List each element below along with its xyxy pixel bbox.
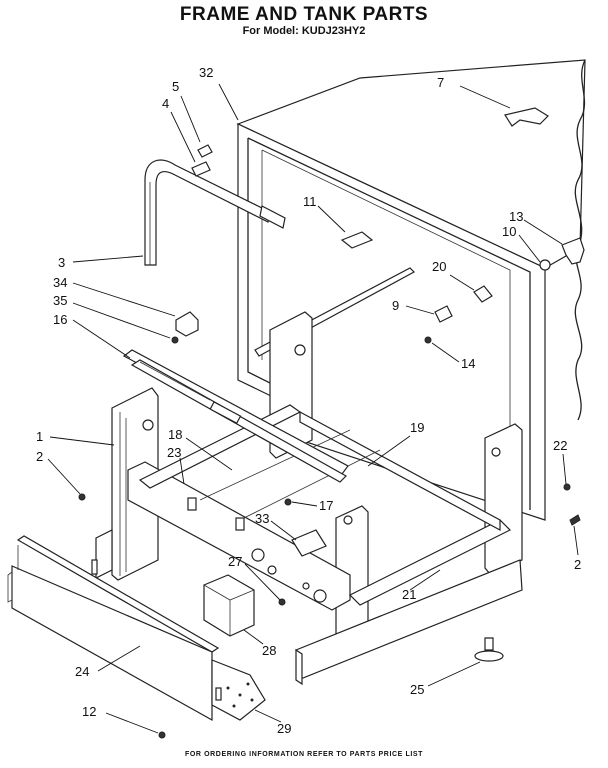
callout-22: 22 xyxy=(553,438,567,453)
callout-14: 14 xyxy=(461,356,475,371)
callout-27: 27 xyxy=(228,554,242,569)
callout-17: 17 xyxy=(319,498,333,513)
callout-23: 23 xyxy=(167,445,181,460)
callout-7: 7 xyxy=(437,75,444,90)
callout-5: 5 xyxy=(172,79,179,94)
base-frame-drawing xyxy=(95,311,523,686)
callout-4: 4 xyxy=(162,96,169,111)
callout-10: 10 xyxy=(502,224,516,239)
callout-18: 18 xyxy=(168,427,182,442)
front-panel-drawing xyxy=(7,535,266,722)
ordering-note: FOR ORDERING INFORMATION REFER TO PARTS … xyxy=(184,751,424,758)
callout-21: 21 xyxy=(402,587,416,602)
callout-34: 34 xyxy=(53,275,67,290)
model-subtitle: For Model: KUDJ23HY2 xyxy=(242,25,366,37)
callout-20: 20 xyxy=(432,259,446,274)
page-title: FRAME AND TANK PARTS xyxy=(179,4,429,25)
callout-33: 33 xyxy=(255,511,269,526)
control-box-drawing xyxy=(203,574,255,637)
callout-24: 24 xyxy=(75,664,89,679)
hardware-drawing xyxy=(78,107,585,739)
callout-2-right: 2 xyxy=(574,557,581,572)
callout-16: 16 xyxy=(53,312,67,327)
callout-2-left: 2 xyxy=(36,449,43,464)
callout-29: 29 xyxy=(277,721,291,736)
callout-12: 12 xyxy=(82,704,96,719)
callout-28: 28 xyxy=(262,643,276,658)
leader-lines xyxy=(47,83,579,734)
callout-35: 35 xyxy=(53,293,67,308)
callout-13: 13 xyxy=(509,209,523,224)
callout-9: 9 xyxy=(392,298,399,313)
callout-labels: 32 7 5 4 11 13 10 3 20 34 9 35 16 14 1 1… xyxy=(36,65,581,736)
callout-3: 3 xyxy=(58,255,65,270)
tube-drawing xyxy=(144,159,286,266)
callout-1: 1 xyxy=(36,429,43,444)
callout-11: 11 xyxy=(303,194,317,209)
front-rail-drawing xyxy=(122,349,349,483)
callout-25: 25 xyxy=(410,682,424,697)
callout-19: 19 xyxy=(410,420,424,435)
callout-32: 32 xyxy=(199,65,213,80)
